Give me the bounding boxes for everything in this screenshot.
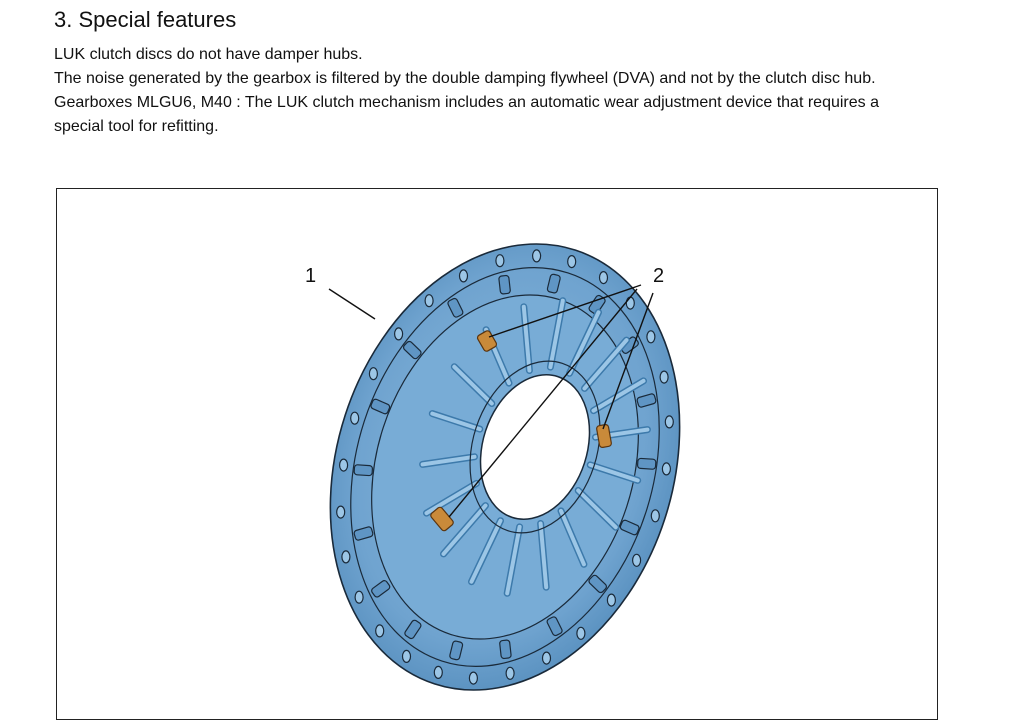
diaphragm-finger: [441, 503, 488, 556]
rim-hole: [541, 651, 552, 665]
cover-slot: [447, 297, 464, 318]
center-opening: [469, 360, 601, 534]
rim-hole: [659, 370, 669, 384]
rim-hole: [401, 649, 412, 663]
rim-hole: [606, 593, 617, 607]
cover-slot: [636, 457, 657, 470]
paragraph-4: special tool for refitting.: [54, 118, 219, 135]
rim-hole: [567, 254, 577, 269]
cover-slot: [499, 639, 512, 660]
rim-hole: [350, 411, 360, 425]
diaphragm-finger: [591, 378, 646, 413]
rim-hole: [424, 294, 434, 308]
diaphragm-finger: [430, 411, 482, 432]
cover-slot: [619, 519, 640, 536]
rim-hole: [646, 330, 656, 344]
rim-holes: [336, 249, 674, 685]
rim-hole: [625, 296, 635, 310]
callout-label-2: 2: [653, 265, 664, 287]
callout-label-1: 1: [305, 265, 316, 287]
paragraph-3: Gearboxes MLGU6, M40 : The LUK clutch me…: [54, 94, 879, 111]
diaphragm-finger: [559, 508, 586, 567]
diaphragm-finger: [469, 518, 503, 584]
rim-hole: [505, 666, 515, 680]
rim-hole: [368, 367, 378, 381]
rim-hole: [458, 269, 469, 283]
cover-slot: [404, 619, 422, 640]
cover-slot: [449, 640, 464, 661]
diaphragm-finger: [424, 481, 479, 516]
diaphragm-finger: [505, 524, 522, 596]
diaphragm-finger: [582, 338, 629, 391]
callout-leaders: [328, 284, 654, 518]
cover-slot: [546, 273, 561, 294]
rim-hole: [375, 624, 385, 638]
rim-hole: [339, 458, 349, 472]
rim-hole: [354, 590, 364, 604]
cover-slot: [402, 340, 422, 360]
rim-hole: [598, 270, 609, 285]
diaphragm-finger: [538, 521, 549, 590]
diaphragm-finger: [576, 488, 618, 530]
rim-hole: [650, 509, 660, 523]
rim-hole: [532, 249, 542, 263]
diaphragm-finger: [452, 364, 494, 406]
cover-slot: [636, 393, 657, 408]
diaphragm-finger: [420, 454, 477, 467]
rim-hole: [576, 626, 586, 640]
cover-slot: [353, 526, 374, 541]
clutch-mechanism-illustration: 1 2: [305, 243, 681, 691]
rim-hole: [661, 462, 672, 476]
rim-hole: [336, 505, 346, 519]
rim-hole: [495, 254, 505, 268]
cover-slot: [371, 580, 391, 598]
cover-slot: [546, 616, 563, 637]
diaphragm-finger: [588, 462, 640, 483]
cover-slot: [353, 464, 374, 477]
cover-slot: [588, 574, 608, 594]
paragraph-1: LUK clutch discs do not have damper hubs…: [54, 46, 363, 63]
cover-slot: [498, 274, 511, 295]
body-text: LUK clutch discs do not have damper hubs…: [54, 43, 1014, 139]
rim-hole: [433, 665, 443, 679]
cover-slot: [370, 398, 391, 415]
figure-frame: 1 2: [56, 188, 938, 720]
rim-hole: [341, 550, 351, 564]
rim-hole: [468, 671, 478, 685]
section-heading: 3. Special features: [54, 7, 237, 32]
rim-hole: [664, 415, 674, 429]
rim-hole: [394, 327, 404, 341]
diaphragm-finger: [567, 310, 601, 376]
paragraph-2: The noise generated by the gearbox is fi…: [54, 70, 876, 87]
diaphragm-finger: [521, 304, 532, 373]
rim-hole: [631, 553, 642, 567]
